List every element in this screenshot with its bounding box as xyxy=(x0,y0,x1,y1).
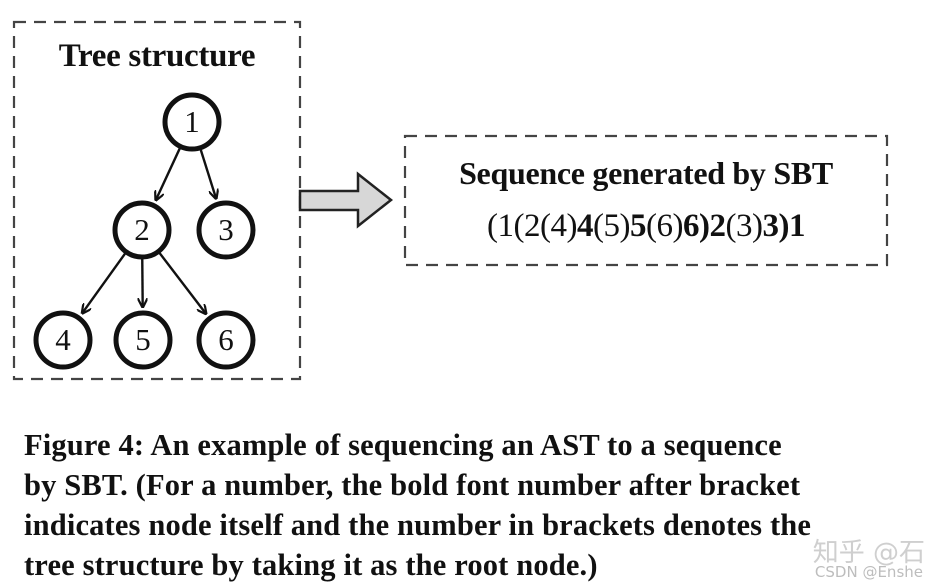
watermark-csdn: CSDN @Enshe xyxy=(814,563,923,581)
node-label-6: 6 xyxy=(218,322,234,357)
caption-line: by SBT. (For a number, the bold font num… xyxy=(24,468,801,502)
sequence-token: (1(2(4) xyxy=(487,208,577,244)
caption-line: Figure 4: An example of sequencing an AS… xyxy=(24,428,782,462)
tree-edge-2-4 xyxy=(82,252,127,314)
figure-caption: Figure 4: An example of sequencing an AS… xyxy=(24,425,904,585)
node-label-4: 4 xyxy=(55,322,71,357)
sequence-token: 2 xyxy=(709,208,726,244)
tree-node-4 xyxy=(33,310,93,370)
transform-arrow-icon xyxy=(298,171,394,229)
tree-node-1 xyxy=(162,92,222,152)
node-label-2: 2 xyxy=(134,212,150,247)
tree-edge-1-3 xyxy=(199,149,216,199)
tree-node-6 xyxy=(196,310,256,370)
tree-edge-1-2 xyxy=(156,147,181,200)
watermark-zhihu: 知乎 @石 xyxy=(812,538,925,568)
sequence-token: 6) xyxy=(682,208,710,244)
node-label-1: 1 xyxy=(184,104,200,139)
sequence-token: (6) xyxy=(645,208,683,244)
caption-line: indicates node itself and the number in … xyxy=(24,508,812,542)
tree-node-2 xyxy=(112,200,172,260)
sequence-box xyxy=(403,134,889,267)
tree-edges xyxy=(82,147,216,314)
sequence-token: 1 xyxy=(788,208,806,244)
tree-title: Tree structure xyxy=(58,38,256,74)
sequence-token: 5 xyxy=(629,208,647,244)
tree-edge-2-6 xyxy=(158,252,206,314)
sequence-token: (5) xyxy=(593,208,630,244)
sequence-token: 4 xyxy=(577,208,594,244)
node-label-5: 5 xyxy=(135,322,151,357)
sequence-text: (1(2(4)4(5)5(6)6)2(3)3)1 xyxy=(405,208,887,245)
sequence-token: 3) xyxy=(762,208,789,244)
sequence-title: Sequence generated by SBT xyxy=(459,155,833,191)
tree-node-5 xyxy=(113,310,173,370)
tree-node-3 xyxy=(196,200,256,260)
node-label-3: 3 xyxy=(218,212,234,247)
tree-nodes xyxy=(33,92,256,370)
sequence-token: (3) xyxy=(725,208,763,244)
caption-line: tree structure by taking it as the root … xyxy=(24,548,598,582)
